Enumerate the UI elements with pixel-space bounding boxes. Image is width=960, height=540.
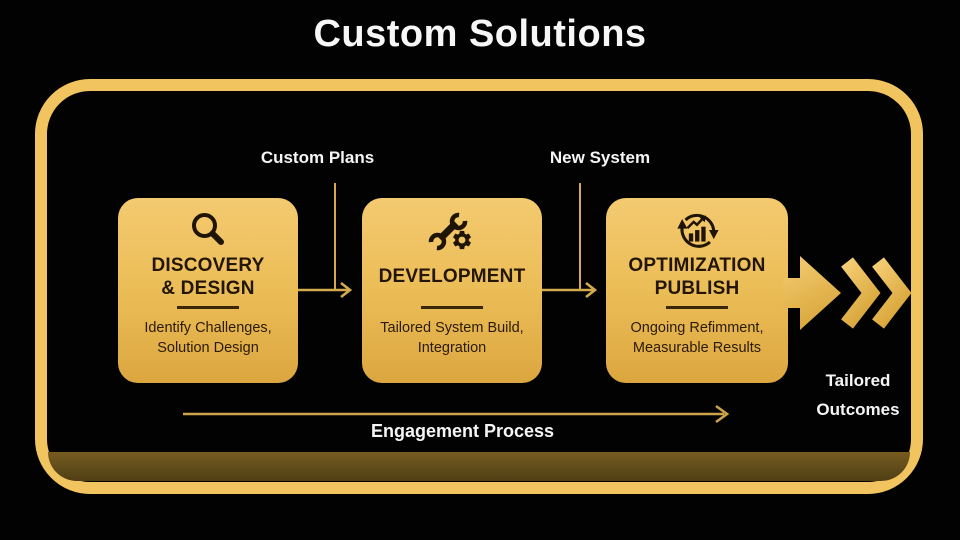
stage-title: OPTIMIZATION PUBLISH [628,255,766,299]
stage-development: DEVELOPMENT Tailored System Build, Integ… [362,198,542,383]
connector-vertical-line-2 [579,183,581,291]
arrow-right-icon [540,281,598,299]
frame-bottom-band [48,452,910,481]
stage-divider [666,306,728,309]
stage-optimization-publish: OPTIMIZATION PUBLISH Ongoing Refimment, … [606,198,788,383]
stage-discovery-design: DISCOVERY & DESIGN Identify Challenges, … [118,198,298,383]
connector-label-custom-plans: Custom Plans [260,148,375,167]
stage-subtitle: Identify Challenges, Solution Design [144,319,272,356]
arrow-right-icon [295,281,353,299]
process-label: Engagement Process [370,421,555,441]
stage-title: DISCOVERY & DESIGN [151,255,265,299]
diagram-frame [35,79,923,494]
stage-subtitle: Ongoing Refimment, Measurable Results [630,319,764,356]
wrench-gear-icon [428,212,471,250]
engagement-arrow-icon [183,404,730,424]
outcome-label: Tailored Outcomes [816,371,900,419]
stage-divider [177,306,239,309]
growth-cycle-icon [677,213,719,248]
stage-title: DEVELOPMENT [378,266,526,288]
magnifier-icon [192,212,224,245]
connector-label-new-system: New System [549,148,651,167]
connector-vertical-line-1 [334,183,336,291]
outcome-arrow-icon [783,256,912,330]
stage-divider [421,306,483,309]
page-title: Custom Solutions [313,13,647,55]
stage-subtitle: Tailored System Build, Integration [380,319,524,356]
